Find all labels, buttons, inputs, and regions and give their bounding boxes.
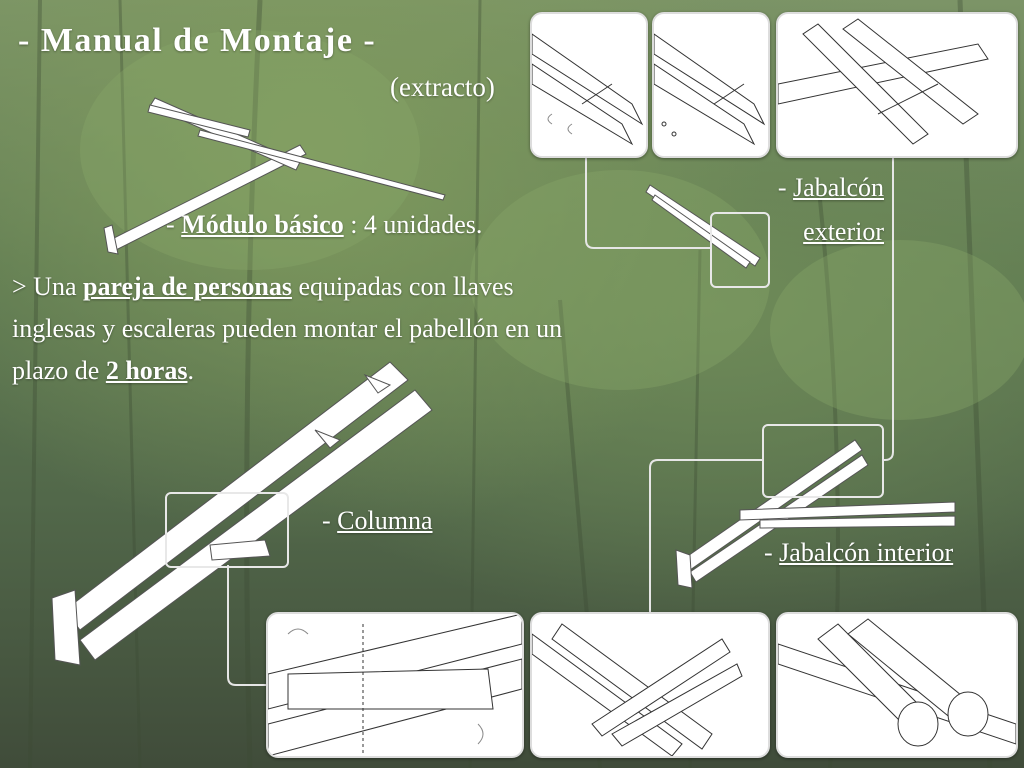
- jabalcon-interior-label: - Jabalcón interior: [764, 538, 953, 568]
- modulo-basico-label: - Módulo básico : 4 unidades.: [166, 210, 482, 240]
- bamboo-joint-illustration: [778, 618, 1016, 747]
- label-prefix: -: [166, 210, 182, 239]
- label-prefix: -: [322, 506, 338, 535]
- desc-text: > Una: [12, 272, 83, 301]
- label-text: Jabalcón interior: [779, 538, 954, 567]
- label-prefix: -: [777, 173, 794, 202]
- step-panel-column: [266, 612, 524, 758]
- bamboo-joint-illustration: [778, 18, 989, 145]
- desc-time: 2 horas: [105, 356, 188, 385]
- page-subtitle: (extracto): [390, 72, 495, 102]
- modulo-count: : 4 unidades.: [343, 210, 483, 239]
- desc-text: .: [187, 356, 194, 385]
- step-panel-exterior-1: [530, 12, 648, 158]
- detail-inset-interior: [762, 424, 884, 498]
- columna-label: - Columna: [322, 506, 433, 536]
- detail-inset-exterior: [710, 212, 770, 288]
- bamboo-joint-illustration: [532, 623, 743, 756]
- jabalcon-exterior-label: - Jabalcón exterior: [748, 166, 884, 254]
- modulo-name: Módulo básico: [181, 210, 344, 239]
- desc-highlight: pareja de personas: [82, 272, 292, 301]
- label-text: Columna: [337, 506, 433, 535]
- bamboo-joint-illustration: [654, 33, 766, 146]
- step-panel-interior-2: [776, 612, 1018, 758]
- bamboo-joint-illustration: [268, 614, 522, 756]
- label-text: exterior: [803, 217, 884, 246]
- assembly-description: > Una pareja de personas equipadas con l…: [12, 266, 597, 392]
- desc-text: equipadas con llaves inglesas y escalera…: [12, 272, 563, 385]
- label-text: Jabalcón: [793, 173, 884, 202]
- step-panel-exterior-3: [776, 12, 1018, 158]
- bamboo-joint-illustration: [532, 33, 644, 146]
- step-panel-interior-1: [530, 612, 770, 758]
- label-prefix: -: [764, 538, 780, 567]
- page-title: - Manual de Montaje -: [18, 22, 377, 59]
- detail-inset-column: [165, 492, 289, 568]
- step-panel-exterior-2: [652, 12, 770, 158]
